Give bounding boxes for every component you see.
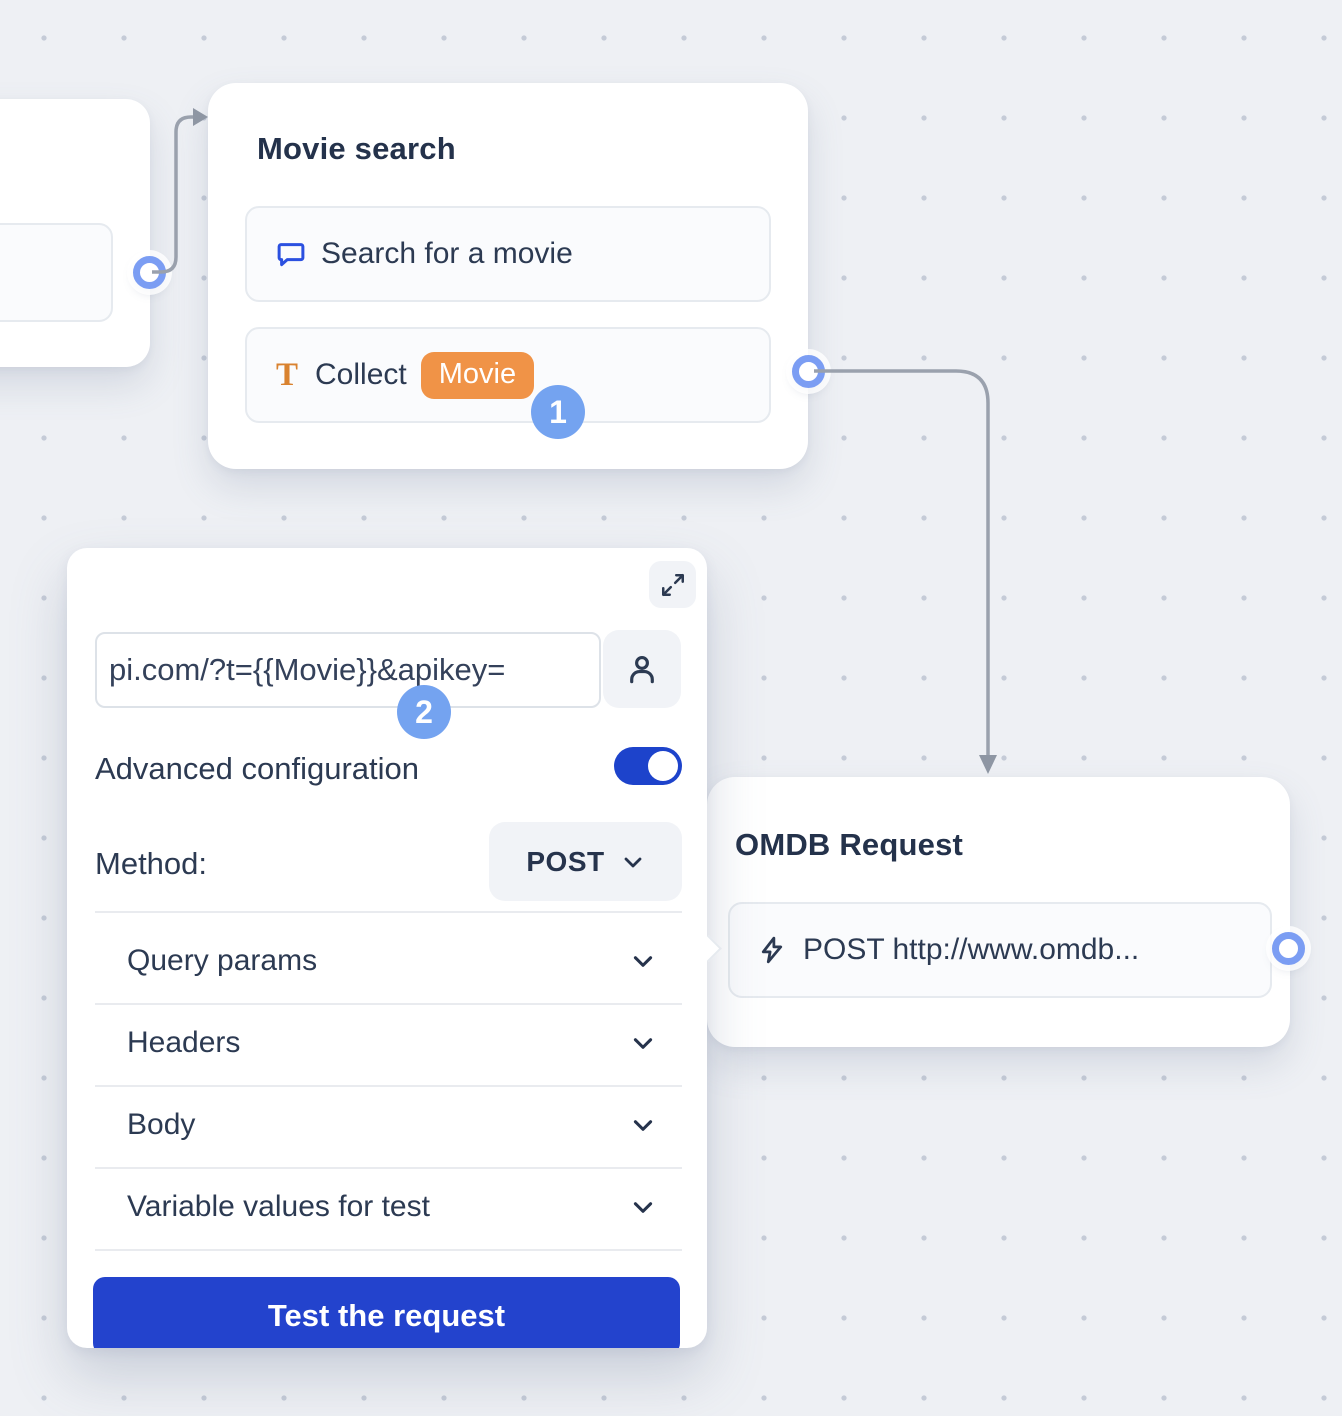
variable-badge-movie[interactable]: Movie [420, 351, 535, 399]
step-badge-2: 2 [397, 685, 451, 739]
node-title: Movie search [257, 131, 456, 166]
webhook-config-panel: Advanced configuration Method: POST Quer… [67, 548, 707, 1348]
chat-bubble-icon [277, 243, 305, 267]
section-body[interactable]: Body [95, 1085, 682, 1165]
output-port-omdb[interactable] [1271, 931, 1305, 965]
chevron-down-icon [633, 1038, 653, 1049]
chevron-down-icon [633, 1202, 653, 1213]
section-label: Headers [127, 1026, 241, 1059]
section-variable-values[interactable]: Variable values for test [95, 1167, 682, 1247]
expand-diagonal-icon [661, 573, 684, 596]
node-card-partial[interactable] [0, 99, 150, 367]
divider [95, 1167, 682, 1169]
toggle-knob [648, 751, 678, 781]
block-row-collect-movie[interactable]: T Collect Movie [245, 327, 771, 423]
section-label: Body [127, 1108, 196, 1141]
section-label: Variable values for test [127, 1190, 430, 1223]
request-url-input[interactable] [95, 632, 601, 708]
chevron-down-icon [633, 1120, 653, 1131]
block-row-omdb-post[interactable]: POST http://www.omdb... [728, 902, 1272, 998]
divider [95, 911, 682, 913]
node-title: OMDB Request [735, 827, 964, 862]
lightning-bolt-icon [761, 936, 783, 964]
user-variable-button[interactable] [603, 630, 681, 708]
divider [95, 1085, 682, 1087]
advanced-configuration-toggle[interactable] [614, 747, 682, 785]
section-label: Query params [127, 944, 318, 977]
divider [95, 1003, 682, 1005]
method-select[interactable]: POST [489, 822, 682, 901]
step-badge-1: 1 [531, 385, 585, 439]
method-value: POST [526, 845, 605, 877]
wire-arrowhead-down-icon [979, 755, 997, 774]
section-query-params[interactable]: Query params [95, 921, 682, 1001]
section-headers[interactable]: Headers [95, 1003, 682, 1083]
node-card-movie-search[interactable]: Movie search Search for a movie T Collec… [208, 83, 808, 469]
wire-movie-search-to-omdb [814, 369, 990, 756]
method-label: Method: [95, 846, 208, 881]
block-row[interactable] [0, 223, 113, 322]
block-label: Search for a movie [321, 237, 573, 270]
wire-arrowhead-right-icon [193, 108, 208, 126]
wire-left-to-movie-search [152, 115, 194, 274]
block-label: Collect [315, 358, 407, 391]
text-input-icon: T [276, 356, 299, 393]
block-row-search-for-movie[interactable]: Search for a movie [245, 206, 771, 302]
chevron-down-icon [624, 857, 642, 867]
test-request-button[interactable]: Test the request [93, 1277, 680, 1348]
divider [95, 1249, 682, 1251]
expand-button[interactable] [649, 561, 696, 608]
node-card-omdb[interactable]: OMDB Request POST http://www.omdb... [707, 777, 1290, 1047]
block-label: POST http://www.omdb... [803, 933, 1140, 966]
person-icon [630, 656, 654, 684]
chevron-down-icon [633, 956, 653, 967]
advanced-configuration-label: Advanced configuration [95, 751, 420, 786]
